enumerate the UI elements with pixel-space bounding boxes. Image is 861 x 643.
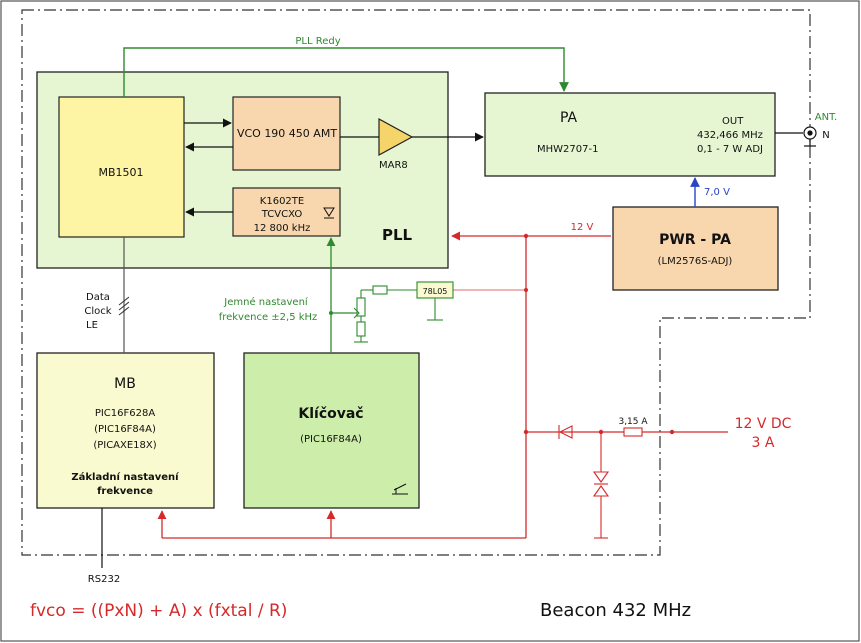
fuse-icon bbox=[623, 427, 643, 437]
mb-line2: (PIC16F84A) bbox=[94, 424, 156, 435]
diagram-title: Beacon 432 MHz bbox=[540, 600, 691, 621]
regulator-78l05-label: 78L05 bbox=[423, 287, 448, 296]
supply-junction bbox=[669, 429, 675, 435]
mb1501-label: MB1501 bbox=[98, 166, 143, 179]
fuse-label: 3,15 A bbox=[618, 417, 648, 427]
tcvcxo-line1: K1602TE bbox=[260, 196, 304, 207]
bus-le-label: LE bbox=[86, 320, 98, 331]
potentiometer-icon bbox=[353, 290, 368, 343]
v12-label: 12 V bbox=[571, 222, 594, 233]
tcvcxo-line3: 12 800 kHz bbox=[254, 223, 311, 234]
v12-junction-mid bbox=[523, 429, 529, 435]
bus-data-label: Data bbox=[86, 292, 110, 303]
vco-label: VCO 190 450 AMT bbox=[237, 127, 337, 140]
fine-tune-label-2: frekvence ±2,5 kHz bbox=[219, 312, 318, 323]
bus-clock-label: Clock bbox=[84, 306, 111, 317]
rs232-label: RS232 bbox=[88, 574, 120, 585]
resistor-icon bbox=[361, 285, 417, 295]
pwr-pa-block bbox=[612, 206, 779, 291]
antenna-connector-icon bbox=[803, 126, 817, 147]
pa-out-label: OUT bbox=[722, 116, 744, 127]
pa-frequency: 432,466 MHz bbox=[697, 130, 763, 141]
diode-icon bbox=[558, 425, 573, 439]
pll-label: PLL bbox=[382, 226, 413, 244]
formula-text: fvco = ((PxN) + A) x (fxtal / R) bbox=[30, 601, 287, 621]
mb-note2: frekvence bbox=[97, 486, 153, 497]
pll-ready-label: PLL Redy bbox=[295, 36, 340, 47]
enclosure-boundary bbox=[21, 9, 811, 556]
pa-power: 0,1 - 7 W ADJ bbox=[697, 144, 763, 155]
mb-title: MB bbox=[114, 376, 136, 392]
regulator-ground-icon bbox=[427, 298, 443, 321]
tcvcxo-line2: TCVCXO bbox=[261, 209, 303, 220]
mb-block bbox=[36, 352, 215, 509]
mb-line3: (PICAXE18X) bbox=[93, 440, 156, 451]
ant-n-label: N bbox=[822, 130, 829, 141]
keyer-block bbox=[243, 352, 420, 509]
mb-line1: PIC16F628A bbox=[95, 408, 156, 419]
pa-title: PA bbox=[560, 110, 578, 126]
fine-tune-label-1: Jemné nastavení bbox=[223, 296, 309, 308]
supply-voltage-label: 12 V DC bbox=[735, 416, 792, 432]
key-symbol-icon bbox=[392, 483, 408, 495]
pa-model: MHW2707-1 bbox=[537, 144, 598, 155]
mb-note1: Základní nastavení bbox=[71, 471, 179, 483]
pwr-pa-title: PWR - PA bbox=[659, 232, 731, 248]
varicap-icon bbox=[323, 207, 335, 219]
v7-label: 7,0 V bbox=[704, 187, 730, 198]
supply-current-label: 3 A bbox=[752, 435, 775, 451]
bus-slashes-icon bbox=[118, 296, 130, 316]
keyer-model: (PIC16F84A) bbox=[300, 434, 362, 445]
pa-block bbox=[484, 92, 776, 177]
pwr-pa-model: (LM2576S-ADJ) bbox=[658, 256, 733, 267]
mb1501-block bbox=[58, 96, 185, 238]
tvs-diode-icon bbox=[592, 432, 610, 539]
ant-label: ANT. bbox=[815, 112, 837, 123]
pll-ready-line bbox=[123, 47, 569, 97]
keyer-title: Klíčovač bbox=[298, 406, 363, 422]
mar8-label: MAR8 bbox=[379, 160, 408, 171]
fine-tune-junction bbox=[329, 311, 333, 315]
vco-block bbox=[232, 96, 341, 171]
